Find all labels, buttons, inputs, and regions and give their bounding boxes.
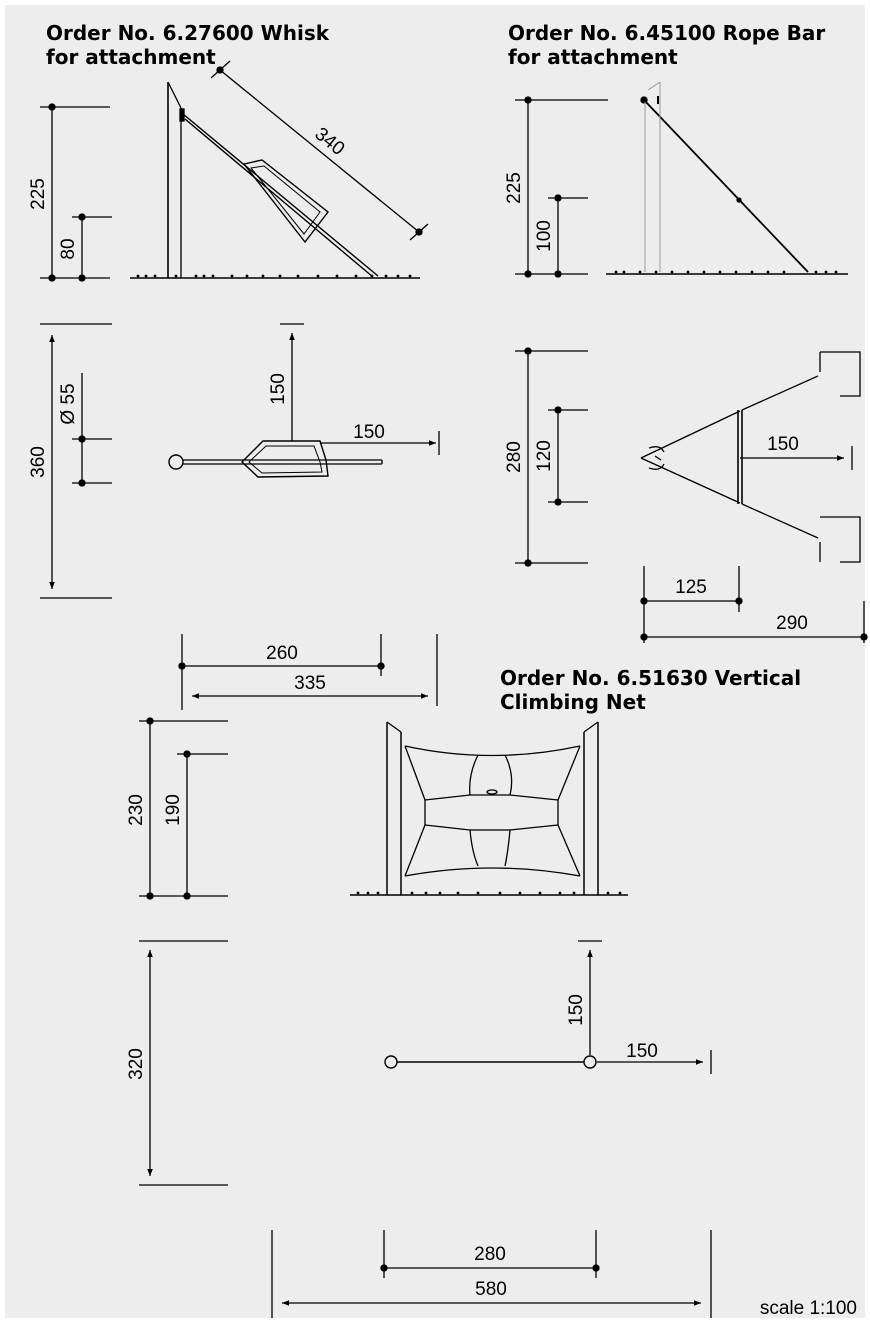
- scale-note: scale 1:100: [760, 1298, 857, 1319]
- rope-bar-125-label: 125: [675, 577, 707, 598]
- whisk-width-dimensions: [178, 634, 438, 710]
- rope-bar-post-guides: [644, 81, 661, 272]
- net-150-v-label: 150: [566, 994, 587, 1026]
- net-580-label: 580: [475, 1279, 507, 1300]
- rope-bar-title-line1: Order No. 6.45100 Rope Bar: [508, 21, 825, 45]
- whisk-plan-depth-label: 360: [28, 446, 49, 478]
- net-320-label: 320: [126, 1048, 147, 1080]
- rope-bar-width-dimensions: [640, 566, 868, 643]
- whisk-plan-view: [40, 323, 440, 599]
- rope-bar-290-label: 290: [776, 613, 808, 634]
- net-elevation-view: [139, 717, 628, 900]
- whisk-elevation-view: [40, 60, 429, 282]
- rope-bar-height-label: 225: [504, 172, 525, 204]
- rope-bar-elevation-view: [515, 96, 848, 278]
- rope-bar-title-line2: for attachment: [508, 45, 678, 69]
- drawing-background: [5, 5, 865, 1318]
- whisk-plan-150-h-label: 150: [353, 422, 385, 443]
- net-280-label: 280: [474, 1244, 506, 1265]
- net-plan-view: [139, 940, 712, 1186]
- rope-bar-ground-marks: [614, 270, 838, 274]
- net-150-h-label: 150: [626, 1041, 658, 1062]
- whisk-260-label: 260: [266, 643, 298, 664]
- net-width-dimensions: [271, 1230, 712, 1318]
- whisk-title-line1: Order No. 6.27600 Whisk: [46, 21, 330, 45]
- net-190-label: 190: [163, 794, 184, 826]
- whisk-mount-label: 80: [58, 238, 79, 259]
- rope-bar-plan-view: [515, 347, 861, 567]
- whisk-height-label: 225: [28, 178, 49, 210]
- net-ground-marks: [356, 891, 622, 895]
- rope-bar-plan-280-label: 280: [504, 441, 525, 473]
- rope-bar-plan-150-label: 150: [767, 434, 799, 455]
- net-title-line2: Climbing Net: [500, 690, 646, 714]
- rope-bar-plan-120-label: 120: [534, 440, 555, 472]
- whisk-plan-150-v-label: 150: [268, 373, 289, 405]
- whisk-ground-marks: [136, 274, 412, 278]
- net-230-label: 230: [126, 794, 147, 826]
- rope-bar-mount-label: 100: [534, 220, 555, 252]
- net-title-line1: Order No. 6.51630 Vertical: [500, 666, 801, 690]
- whisk-title-line2: for attachment: [46, 45, 216, 69]
- whisk-diameter-label: Ø 55: [58, 383, 79, 424]
- whisk-335-label: 335: [294, 673, 326, 694]
